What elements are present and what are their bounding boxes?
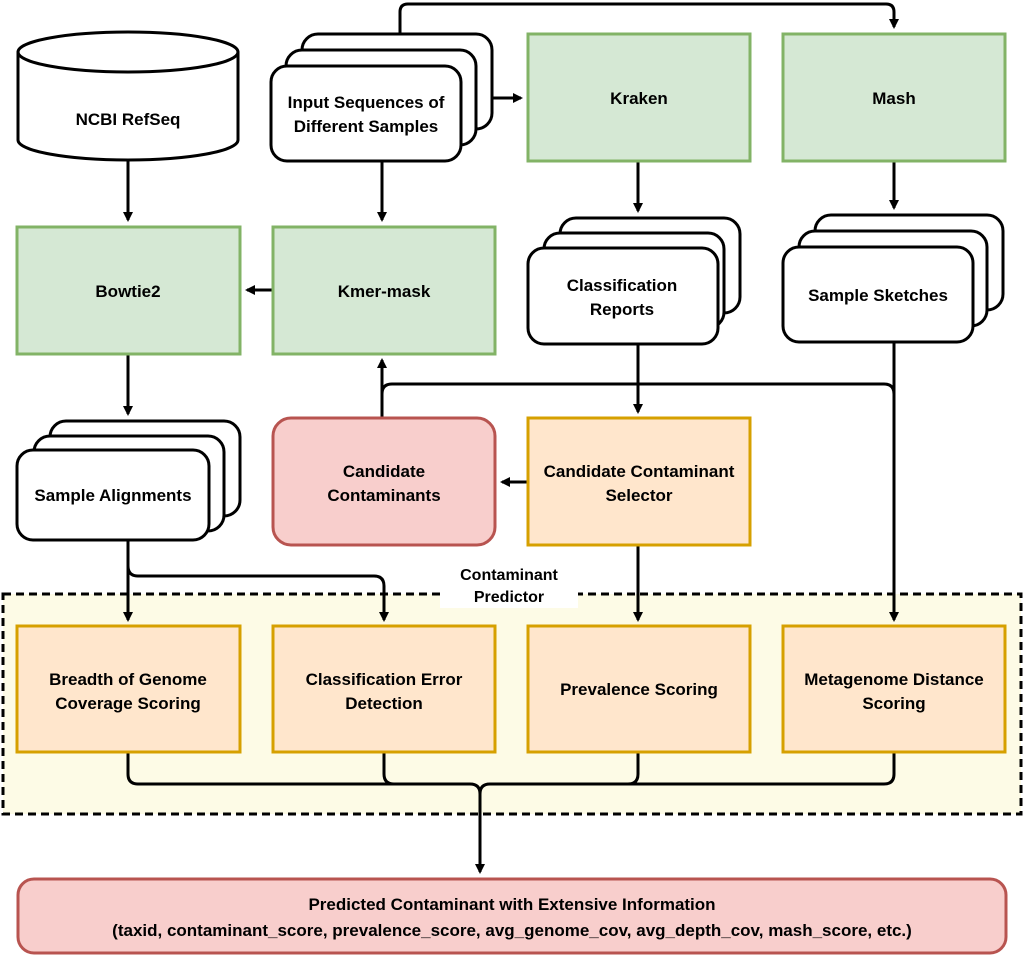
- arrow-input-to-mash: [398, 2, 899, 33]
- line-breadth-merge: [126, 752, 482, 795]
- prevalence-label: Prevalence Scoring: [560, 680, 718, 699]
- node-input-sequences: Input Sequences of Different Samples: [269, 32, 494, 163]
- reports-label-line2: Reports: [590, 300, 654, 319]
- arrow-alignments-to-classerr: [126, 565, 389, 622]
- region-label-line1: Contaminant: [460, 567, 558, 584]
- node-kmer-mask: Kmer-mask: [271, 225, 497, 356]
- node-ncbi-refseq: NCBI RefSeq: [16, 30, 240, 162]
- kraken-label: Kraken: [610, 89, 668, 108]
- input-label-line1: Input Sequences of: [288, 93, 445, 112]
- classerr-label-line1: Classification Error: [306, 670, 463, 689]
- region-label-line2: Predictor: [474, 589, 544, 606]
- node-classification-reports: Classification Reports: [526, 216, 742, 346]
- predicted-label-line2: (taxid, contaminant_score, prevalence_sc…: [112, 921, 912, 940]
- region-label-bg: [440, 562, 578, 608]
- metagenome-label-line1: Metagenome Distance: [804, 670, 984, 689]
- ncbi-label: NCBI RefSeq: [76, 110, 181, 129]
- node-sample-sketches: Sample Sketches: [781, 213, 1005, 344]
- alignments-label: Sample Alignments: [34, 486, 191, 505]
- node-sample-alignments: Sample Alignments: [15, 419, 242, 542]
- metagenome-label-line2: Scoring: [862, 694, 925, 713]
- node-kraken: Kraken: [526, 32, 752, 163]
- connectors: [123, 2, 899, 874]
- line-classerr-merge: [382, 752, 470, 786]
- node-classification-error: Classification Error Detection: [271, 624, 497, 754]
- sketches-label: Sample Sketches: [808, 286, 948, 305]
- bowtie2-label: Bowtie2: [95, 282, 160, 301]
- node-candidate-contaminants: Candidate Contaminants: [271, 416, 497, 547]
- node-bowtie2: Bowtie2: [15, 225, 242, 356]
- selector-label-line2: Selector: [605, 486, 672, 505]
- node-contaminant-selector: Candidate Contaminant Selector: [526, 416, 752, 547]
- mash-label: Mash: [872, 89, 915, 108]
- selector-label-line1: Candidate Contaminant: [544, 462, 735, 481]
- node-prevalence-scoring: Prevalence Scoring: [526, 624, 752, 754]
- node-mash: Mash: [781, 32, 1007, 163]
- breadth-label-line2: Coverage Scoring: [55, 694, 201, 713]
- line-metagenome-merge: [628, 752, 896, 786]
- reports-label-line1: Classification: [567, 276, 678, 295]
- breadth-label-line1: Breadth of Genome: [49, 670, 207, 689]
- kmer-label: Kmer-mask: [338, 282, 431, 301]
- classerr-label-line2: Detection: [345, 694, 422, 713]
- node-breadth-scoring: Breadth of Genome Coverage Scoring: [15, 624, 242, 754]
- node-predicted-contaminant: Predicted Contaminant with Extensive Inf…: [16, 877, 1008, 955]
- input-label-line2: Different Samples: [294, 117, 439, 136]
- node-metagenome-scoring: Metagenome Distance Scoring: [781, 624, 1007, 754]
- candidates-label-line1: Candidate: [343, 462, 425, 481]
- predicted-label-line1: Predicted Contaminant with Extensive Inf…: [308, 895, 715, 914]
- candidates-label-line2: Contaminants: [327, 486, 440, 505]
